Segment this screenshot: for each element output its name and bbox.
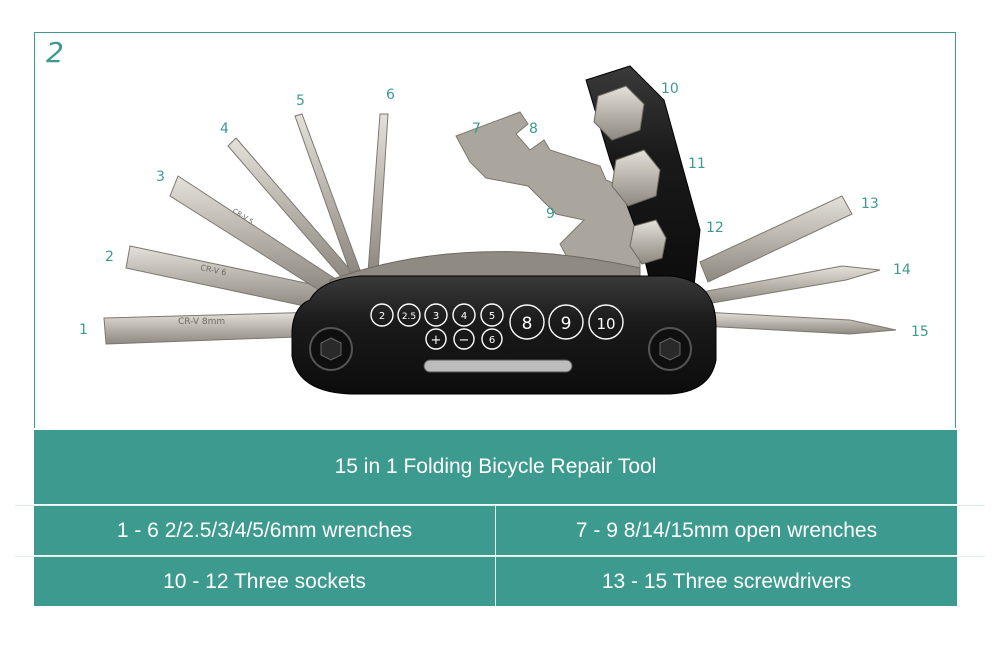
spec-hex-wrenches: 1 - 6 2/2.5/3/4/5/6mm wrenches [34,506,495,555]
callout-15: 15 [911,324,929,340]
callout-4: 4 [220,121,229,137]
tool-body [291,275,717,395]
size-icon-2-5 [397,303,421,327]
spec-row: 10 - 12 Three sockets 13 - 15 Three scre… [34,557,957,606]
size-label-2-5: 2.5 [402,312,416,322]
size-icon-6 [481,328,503,350]
socket-10 [593,85,645,141]
callout-1: 1 [79,322,88,338]
screwdriver-15 [701,311,897,335]
hex-key-5 [294,113,361,273]
spec-sockets: 10 - 12 Three sockets [34,557,495,606]
panel-number: 2 [46,36,64,69]
size-label-2: 2 [379,311,385,322]
size-icon-3 [424,303,448,327]
size-label-5: 5 [489,311,495,322]
shank-text-1: CR-V 8mm [178,317,225,327]
spec-row: 1 - 6 2/2.5/3/4/5/6mm wrenches 7 - 9 8/1… [34,506,957,555]
size-icon-8 [509,304,545,340]
callout-2: 2 [105,249,114,265]
callout-9: 9 [546,206,555,222]
flat-icon [453,328,475,350]
socket-11 [611,149,661,207]
callout-5: 5 [296,93,305,109]
size-icon-2 [370,303,394,327]
spec-open-wrenches: 7 - 9 8/14/15mm open wrenches [495,506,957,555]
callout-14: 14 [893,262,911,278]
size-icon-5 [480,303,504,327]
callout-13: 13 [861,196,879,212]
size-label-10: 10 [596,315,615,333]
size-label-8: 8 [522,314,533,334]
body-slot [423,359,573,373]
callout-12: 12 [706,220,724,236]
callout-3: 3 [156,169,165,185]
size-label-9: 9 [561,314,572,334]
multitool-illustration: 2 2.5 3 4 5 8 9 10 + − 6 CR-V 8mm CR-V 6… [103,65,897,395]
size-icon-4 [452,303,476,327]
phillips-label: + [431,333,442,348]
size-label-4: 4 [461,311,467,322]
flat-label: − [459,333,470,348]
divider-line [15,505,985,506]
callout-8: 8 [529,121,538,137]
callout-7: 7 [472,121,481,137]
size-icon-10 [588,304,624,340]
spec-screwdrivers: 13 - 15 Three screwdrivers [495,557,957,606]
callout-11: 11 [688,156,706,172]
socket-12 [629,219,667,265]
size-label-6: 6 [489,335,495,346]
screwdriver-13 [699,195,853,283]
hex-key-6 [367,113,389,273]
size-icon-9 [548,304,584,340]
size-label-3: 3 [433,311,439,322]
callout-10: 10 [661,81,679,97]
divider-line [15,556,985,557]
phillips-icon [425,328,447,350]
callout-6: 6 [386,87,395,103]
product-title: 15 in 1 Folding Bicycle Repair Tool [34,430,957,504]
